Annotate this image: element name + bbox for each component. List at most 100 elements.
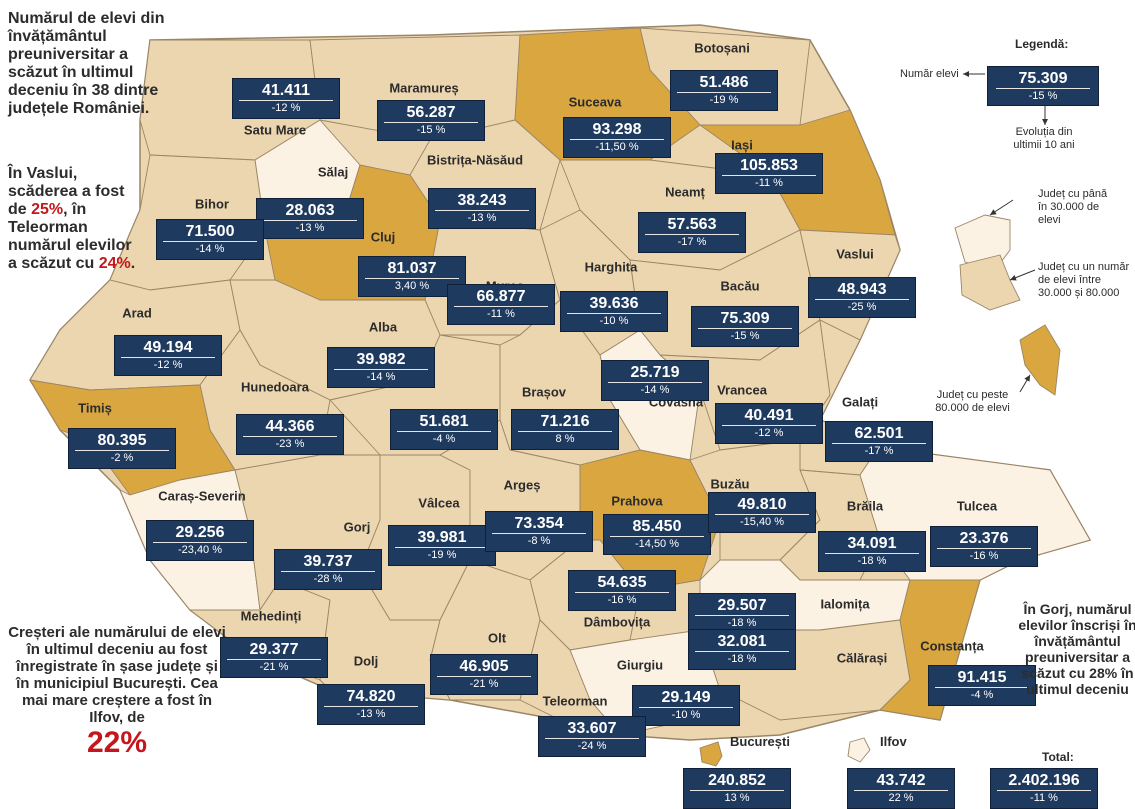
legend-arrowhead-1: [1042, 119, 1048, 125]
total-box: 2.402.196 -11 %: [990, 768, 1098, 809]
value-box-dambovita: 54.635-16 %: [568, 570, 676, 611]
value-box-harghita: 39.636-10 %: [560, 291, 668, 332]
county-label-gorj: Gorj: [343, 519, 371, 535]
value-box-salaj: 28.063-13 %: [256, 198, 364, 239]
student-count: 54.635: [575, 571, 669, 593]
student-count: 73.354: [492, 512, 586, 534]
legend-large: Județ cu peste 80.000 de elevi: [935, 389, 1010, 414]
change-percent: -14,50 %: [634, 538, 680, 550]
change-percent: -14 %: [195, 243, 225, 255]
note-bottom-left: Creșteri ale numărului de elevi în ultim…: [8, 624, 226, 760]
change-percent: -2 %: [110, 452, 134, 464]
county-label-botosani: Botoșani: [694, 40, 750, 56]
county-label-neamt: Neamț: [665, 184, 705, 200]
change-percent: -8 %: [527, 535, 551, 547]
legend-arrowhead-4: [1024, 375, 1030, 382]
note-teleorman-pct: 24%: [98, 255, 131, 272]
note-vaslui-end: .: [130, 255, 136, 272]
value-box-ialomita: 29.507-18 %: [688, 593, 796, 634]
county-label-galati: Galați: [841, 394, 879, 410]
total-label: Total:: [1042, 750, 1074, 764]
legend-shape-decrease-1: [959, 254, 1021, 311]
change-percent: -15 %: [416, 124, 446, 136]
change-percent: -23 %: [275, 438, 305, 450]
student-count: 81.037: [365, 257, 459, 279]
county-label-buzau: Buzău: [710, 476, 750, 492]
change-percent: -18 %: [727, 617, 757, 629]
legend-label-count: Număr elevi: [900, 68, 959, 80]
legend-small: Județ cu până în 30.000 de elevi: [1038, 188, 1108, 226]
student-count: 29.149: [639, 686, 733, 708]
value-box-mehedinti: 29.377-21 %: [220, 637, 328, 678]
county-label-brasov: Brașov: [521, 384, 567, 400]
county-label-iasi: Iași: [731, 137, 753, 153]
change-percent: -14 %: [640, 384, 670, 396]
value-box-maramures: 56.287-15 %: [377, 100, 485, 141]
student-count: 43.742: [854, 769, 948, 791]
change-percent: -4 %: [970, 689, 994, 701]
change-percent: -18 %: [857, 555, 887, 567]
county-label-teleorman: Teleorman: [542, 693, 608, 709]
student-count: 46.905: [437, 655, 531, 677]
change-percent: -25 %: [847, 301, 877, 313]
student-count: 39.737: [281, 550, 375, 572]
note-vaslui-pct: 25%: [31, 201, 64, 218]
change-percent: -21 %: [259, 661, 289, 673]
value-box-vrancea: 40.491-12 %: [715, 403, 823, 444]
total-value: 2.402.196: [997, 769, 1091, 791]
legend-ilfov-label: Ilfov: [880, 734, 907, 749]
student-count: 51.486: [677, 71, 771, 93]
student-count: 33.607: [545, 717, 639, 739]
student-count: 28.063: [263, 199, 357, 221]
value-box-tulcea: 23.376-16 %: [930, 526, 1038, 567]
county-label-bihor: Bihor: [195, 196, 229, 212]
legend-arrowhead-2: [990, 209, 997, 215]
change-percent: -19 %: [709, 94, 739, 106]
change-percent: -16 %: [607, 594, 637, 606]
student-count: 75.309: [698, 307, 792, 329]
value-box-sibiu: 51.681-4 %: [390, 409, 498, 450]
change-percent: -18 %: [727, 653, 757, 665]
student-count: 71.500: [163, 220, 257, 242]
county-label-satu-mare: Satu Mare: [243, 122, 307, 138]
student-count: 71.216: [518, 410, 612, 432]
county-label-braila: Brăila: [846, 498, 884, 514]
change-percent: -11,50 %: [595, 141, 639, 153]
legend-title: Legendă:: [1015, 37, 1069, 51]
legend-shape-large-3: [699, 741, 723, 767]
county-label-alba: Alba: [368, 319, 398, 335]
value-box-caras-severin: 29.256-23,40 %: [146, 520, 254, 561]
student-count: 34.091: [825, 532, 919, 554]
county-label-giurgiu: Giurgiu: [616, 657, 664, 673]
student-count: 105.853: [722, 154, 816, 176]
legend-mid: Județ cu un număr de elevi între 30.000 …: [1038, 261, 1130, 299]
county-label-prahova: Prahova: [611, 493, 663, 509]
legend-arrowhead-0: [963, 71, 969, 77]
student-count: 62.501: [832, 422, 926, 444]
student-count: 56.287: [384, 101, 478, 123]
value-box-botosani: 51.486-19 %: [670, 70, 778, 111]
legend-sample-box: 75.309 -15 %: [987, 66, 1099, 106]
county-label-arad: Arad: [122, 305, 152, 321]
student-count: 49.194: [121, 336, 215, 358]
value-box-gorj: 39.737-28 %: [274, 549, 382, 590]
student-count: 91.415: [935, 666, 1029, 688]
change-percent: -13 %: [295, 222, 325, 234]
change-percent: -4 %: [432, 433, 456, 445]
county-label-hunedoara: Hunedoara: [241, 379, 309, 395]
change-percent: -28 %: [313, 573, 343, 585]
county-label-dolj: Dolj: [353, 653, 379, 669]
county-region-constanta: [879, 579, 981, 721]
student-count: 57.563: [645, 213, 739, 235]
county-label-salaj: Sălaj: [317, 164, 349, 180]
legend-sample-change: -15 %: [1028, 90, 1058, 102]
note-vaslui-mid: , în Teleorman numărul elevilor a scăzut…: [8, 201, 132, 272]
change-percent: -24 %: [577, 740, 607, 752]
student-count: 39.982: [334, 348, 428, 370]
student-count: 29.256: [153, 521, 247, 543]
student-count: 32.081: [695, 630, 789, 652]
value-box-bistrita-nasaud: 38.243-13 %: [428, 188, 536, 229]
change-percent: -16 %: [969, 550, 999, 562]
change-percent: -17 %: [677, 236, 707, 248]
